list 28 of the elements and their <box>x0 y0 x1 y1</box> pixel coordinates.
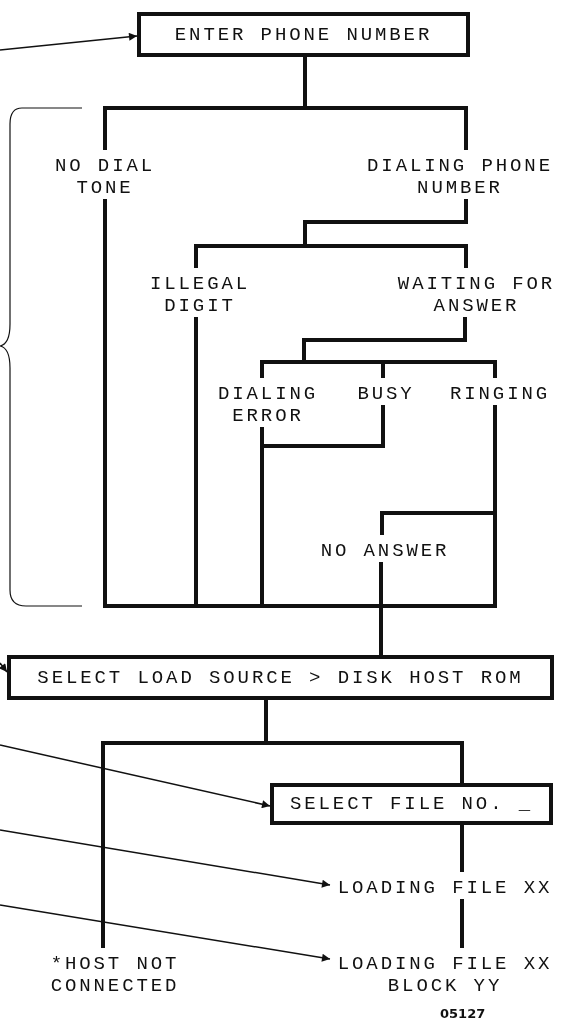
connector-line <box>302 317 497 378</box>
state-label: BUSY <box>350 378 422 405</box>
arrow <box>0 662 8 673</box>
arrow <box>0 829 331 888</box>
state-label: ILLEGAL DIGIT <box>140 268 260 317</box>
box-label: ENTER PHONE NUMBER <box>174 23 433 46</box>
state-label: RINGING <box>443 378 557 405</box>
connector-line <box>460 899 464 948</box>
figure-number: 05127 <box>440 1006 486 1021</box>
state-label: NO ANSWER <box>310 535 460 562</box>
process-box <box>137 12 470 57</box>
state-label: *HOST NOT CONNECTED <box>40 948 190 997</box>
connector-line <box>460 825 464 872</box>
state-label: LOADING FILE XX BLOCK YY <box>330 948 560 997</box>
state-label: WAITING FOR ANSWER <box>393 268 560 317</box>
connector-line <box>264 700 464 783</box>
box-label: SELECT FILE NO. _ <box>289 793 534 815</box>
arrow <box>0 32 138 51</box>
box-label: SELECT LOAD SOURCE > DISK HOST ROM <box>37 666 524 689</box>
arrow <box>0 744 271 809</box>
connector-line <box>303 57 468 150</box>
state-label: LOADING FILE XX <box>330 872 560 899</box>
process-box <box>270 783 553 825</box>
state-label: DIALING ERROR <box>213 378 323 427</box>
arrow <box>0 904 331 962</box>
state-label: DIALING PHONE NUMBER <box>362 150 558 199</box>
process-box <box>7 655 554 700</box>
state-label: NO DIAL TONE <box>45 150 165 199</box>
